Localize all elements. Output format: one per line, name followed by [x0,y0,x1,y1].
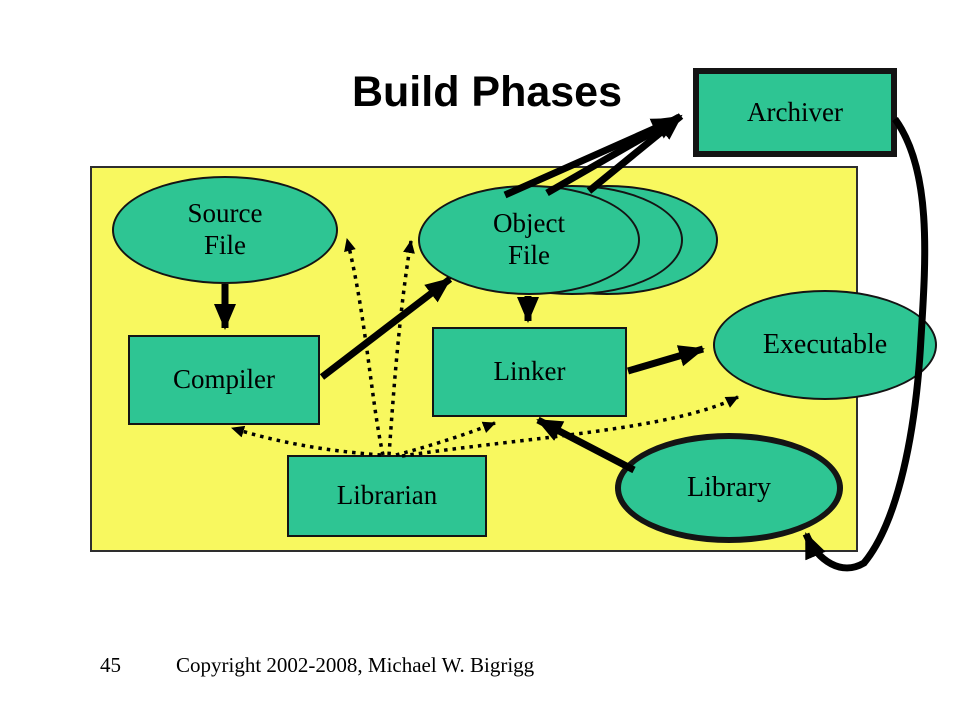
node-archiver: Archiver [693,68,897,157]
node-librarian: Librarian [287,455,487,537]
node-compiler-label: Compiler [173,364,275,395]
node-source-file: Source File [112,176,338,284]
node-library-label: Library [687,472,771,504]
copyright-text: Copyright 2002-2008, Michael W. Bigrigg [176,653,535,677]
node-source-file-label-line2: File [203,230,246,260]
node-executable-label: Executable [762,329,888,361]
node-archiver-label: Archiver [747,96,843,127]
node-object-file-label-line2: File [507,240,550,270]
node-library: Library [615,433,843,543]
node-object-file: Object File [418,185,640,295]
node-linker-label: Linker [493,356,566,387]
node-source-file-label-line1: Source [187,198,263,229]
page-number: 45 [100,653,121,677]
node-compiler: Compiler [128,335,320,425]
node-linker: Linker [432,327,627,417]
node-object-file-label-line1: Object [493,208,565,239]
node-librarian-label: Librarian [336,480,438,511]
slide-title: Build Phases [351,68,623,116]
node-executable: Executable [713,290,937,400]
